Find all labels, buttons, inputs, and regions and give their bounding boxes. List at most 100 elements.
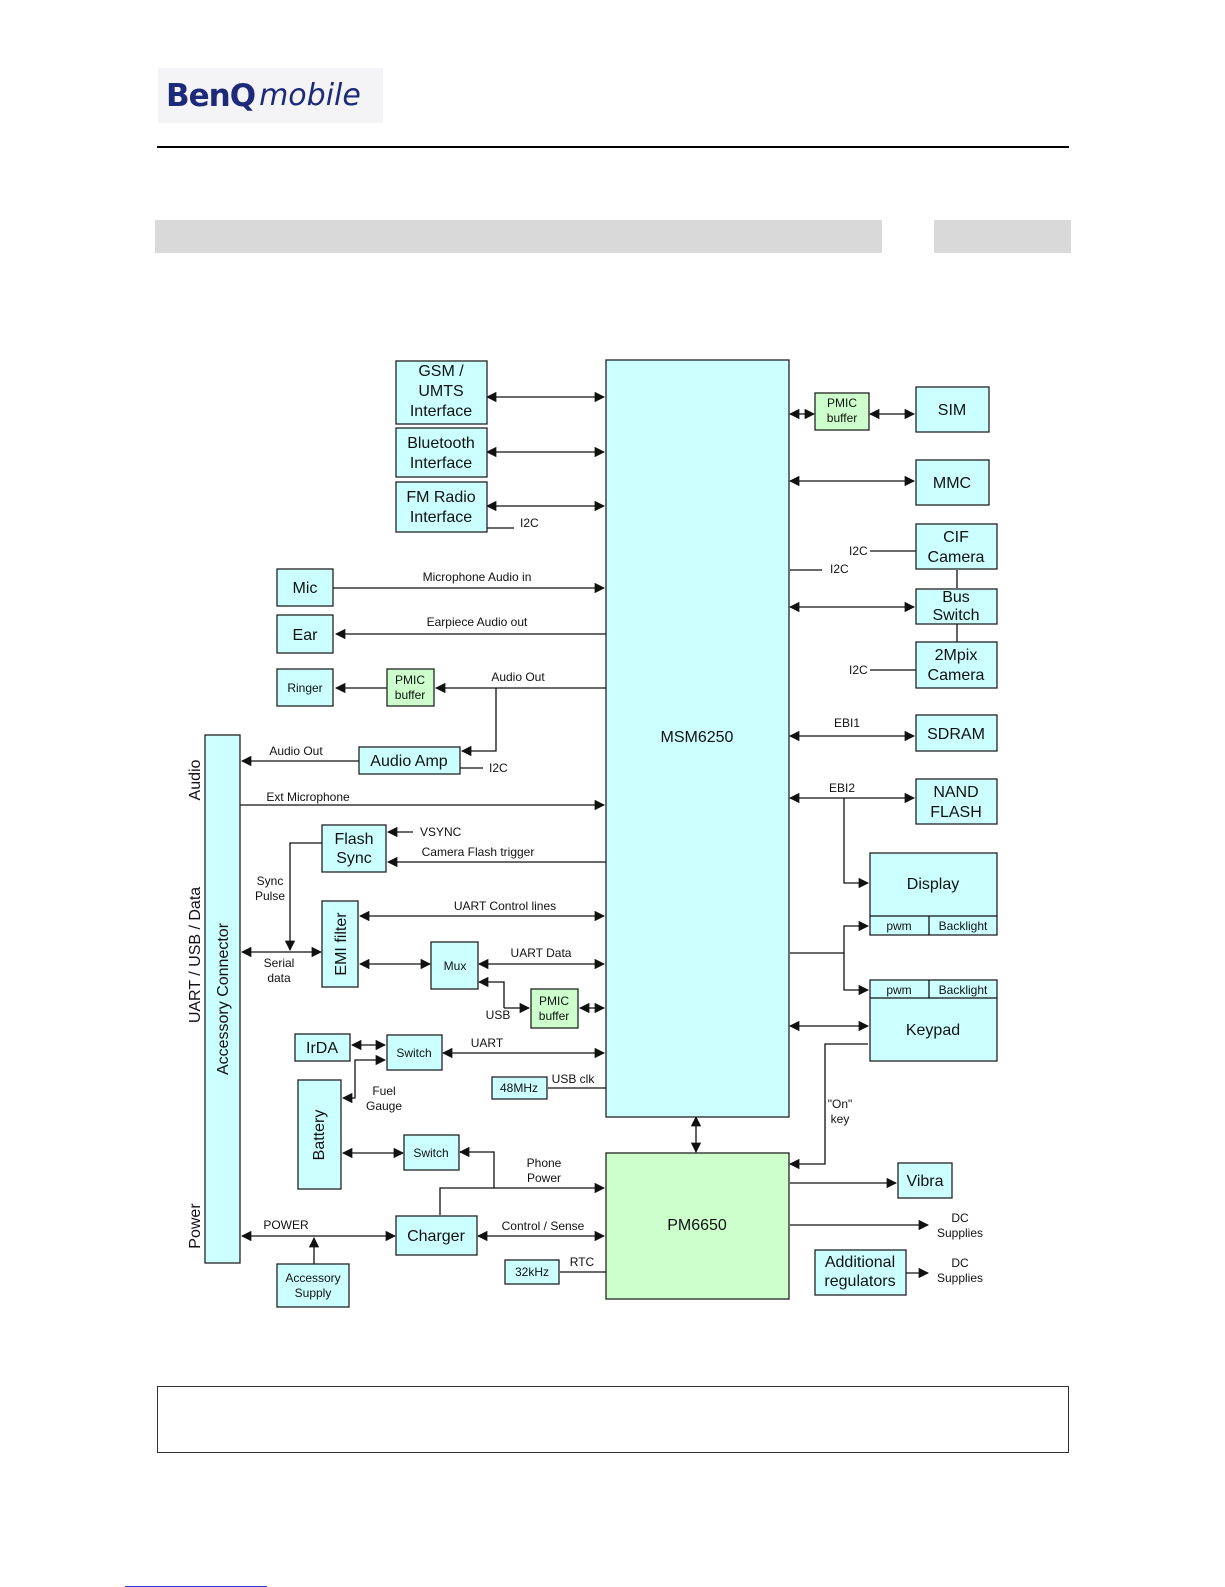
gsm-line1: GSM / [418, 363, 464, 380]
sdram-label: SDRAM [927, 726, 985, 743]
pmic-audio-line1: PMIC [395, 673, 425, 687]
nand-flash-block: NAND FLASH [915, 778, 998, 825]
i2c-msm-label: I2C [830, 562, 849, 576]
pm6650-chip: PM6650 [605, 1152, 790, 1300]
on-key-line1: "On" [828, 1097, 853, 1111]
pmic-audio-line2: buffer [395, 688, 425, 702]
mic-audio-in-label: Microphone Audio in [423, 570, 532, 584]
keypad-backlight-label: Backlight [939, 983, 988, 997]
section-title-bar [155, 220, 882, 253]
power-label: POWER [263, 1218, 309, 1232]
fuel-gauge-line1: Fuel [372, 1084, 395, 1098]
cif-line2: Camera [928, 549, 985, 566]
msm6250-chip: MSM6250 [605, 359, 790, 1118]
irda-label: IrDA [306, 1040, 338, 1057]
pmic-sim-line2: buffer [827, 411, 857, 425]
line-labels: I2C Microphone Audio in Earpiece Audio o… [255, 516, 983, 1285]
header-rule [157, 146, 1069, 148]
fm-radio-interface-block: FM Radio Interface [395, 481, 488, 533]
vsync-label: VSYNC [420, 825, 462, 839]
osc-32khz-label: 32kHz [515, 1265, 549, 1279]
nand-line1: NAND [933, 784, 978, 801]
emi-filter-block: EMI filter [321, 900, 359, 988]
mux-label: Mux [444, 959, 467, 973]
caption-box [157, 1386, 1069, 1453]
phone-power-line2: Power [527, 1171, 561, 1185]
pmic-sim-line1: PMIC [827, 396, 857, 410]
camera-flash-label: Camera Flash trigger [422, 845, 535, 859]
add-reg-line1: Additional [825, 1254, 895, 1271]
bus-switch-line1: Bus [942, 589, 970, 606]
display-pwm-label: pwm [886, 919, 911, 933]
sync-pulse-line1: Sync [257, 874, 284, 888]
audio-amp-block: Audio Amp [358, 746, 461, 775]
serial-data-line1: Serial [264, 956, 295, 970]
audio-amp-label: Audio Amp [370, 753, 447, 770]
switch-uart-block: Switch [386, 1034, 443, 1071]
ebi2-label: EBI2 [829, 781, 855, 795]
switch-uart-label: Switch [396, 1046, 431, 1060]
logo-sub: mobile [259, 78, 361, 113]
audio-out-amp-label: Audio Out [269, 744, 323, 758]
keypad-block: pwm Backlight Keypad [869, 979, 998, 1062]
gsm-line2: UMTS [418, 383, 463, 400]
charger-label: Charger [407, 1228, 465, 1245]
accessory-connector-label: Accessory Connector [215, 922, 232, 1075]
display-backlight-label: Backlight [939, 919, 988, 933]
acc-supply-line1: Accessory [285, 1271, 340, 1285]
sim-block: SIM [915, 386, 990, 433]
benq-mobile-logo: BenQ mobile [158, 68, 383, 123]
emi-filter-label: EMI filter [333, 912, 350, 976]
pm6650-label: PM6650 [667, 1217, 727, 1234]
charger-block: Charger [395, 1215, 478, 1256]
bt-line2: Interface [410, 455, 472, 472]
pmic-buffer-sim-block: PMIC buffer [814, 392, 870, 431]
keypad-label: Keypad [906, 1022, 960, 1039]
side-label-audio: Audio [187, 759, 204, 800]
i2c-cif-label: I2C [849, 544, 868, 558]
fuel-gauge-line2: Gauge [366, 1099, 402, 1113]
pmic-buffer-usb-block: PMIC buffer [530, 988, 579, 1029]
i2c-amp-label: I2C [489, 761, 508, 775]
sim-label: SIM [938, 402, 966, 419]
usb-clk-label: USB clk [552, 1072, 596, 1086]
sync-pulse-line2: Pulse [255, 889, 285, 903]
section-number-bar [934, 220, 1071, 253]
osc-48mhz-block: 48MHz [491, 1076, 548, 1100]
dc-supplies-1-line1: DC [951, 1211, 969, 1225]
battery-label: Battery [311, 1110, 328, 1161]
cif-line1: CIF [943, 529, 969, 546]
fm-line1: FM Radio [406, 489, 475, 506]
pmic-usb-line2: buffer [539, 1009, 569, 1023]
mmc-label: MMC [933, 475, 971, 492]
gsm-line3: Interface [410, 403, 472, 420]
switch-battery-label: Switch [413, 1146, 448, 1160]
i2c-2mpix-label: I2C [849, 663, 868, 677]
flash-sync-block: Flash Sync [321, 824, 387, 873]
bt-line1: Bluetooth [407, 435, 475, 452]
vibra-block: Vibra [897, 1162, 953, 1199]
pmic-buffer-audio-block: PMIC buffer [386, 668, 435, 707]
dc-supplies-2-line2: Supplies [937, 1271, 983, 1285]
gsm-umts-interface-block: GSM / UMTS Interface [395, 360, 488, 425]
serial-data-line2: data [267, 971, 291, 985]
connections [240, 391, 958, 1279]
ext-mic-label: Ext Microphone [266, 790, 350, 804]
bluetooth-interface-block: Bluetooth Interface [395, 427, 488, 478]
irda-block: IrDA [294, 1033, 351, 1062]
earpiece-out-label: Earpiece Audio out [427, 615, 528, 629]
display-block: Display pwm Backlight [869, 852, 998, 936]
pmic-usb-line1: PMIC [539, 994, 569, 1008]
ear-label: Ear [293, 627, 319, 644]
mic-block: Mic [276, 568, 334, 607]
on-key-line2: key [831, 1112, 850, 1126]
ringer-block: Ringer [276, 668, 334, 707]
bus-switch-block: Bus Switch [915, 588, 998, 625]
uart-data-label: UART Data [511, 946, 572, 960]
nand-line2: FLASH [930, 804, 982, 821]
dc-supplies-1-line2: Supplies [937, 1226, 983, 1240]
mic-label: Mic [293, 580, 318, 597]
keypad-pwm-label: pwm [886, 983, 911, 997]
audio-out-msm-label: Audio Out [491, 670, 545, 684]
